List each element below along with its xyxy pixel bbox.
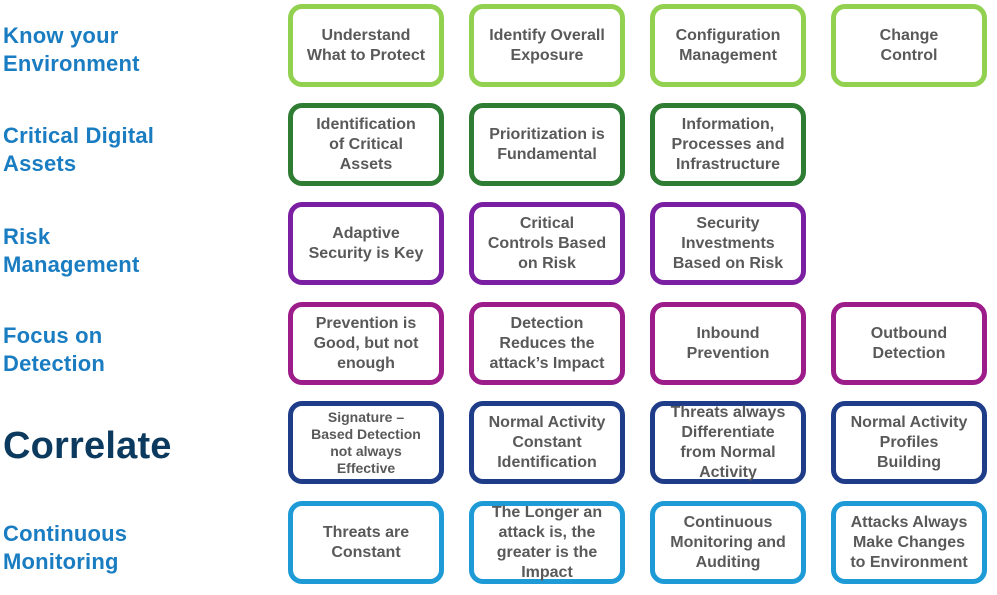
row-label-risk-management: Risk Management [3, 224, 140, 277]
card-threats-are-constant: Threats are Constant [288, 501, 444, 584]
row-label-focus-on-detection: Focus on Detection [3, 323, 106, 376]
card-security-investments-based-on-risk: Security Investments Based on Risk [650, 202, 806, 285]
card-critical-controls-based-on-risk: Critical Controls Based on Risk [469, 202, 625, 285]
card-prioritization-is-fundamental: Prioritization is Fundamental [469, 103, 625, 186]
card-signature-based-detection: Signature – Based Detection not always E… [288, 401, 444, 484]
row-label-continuous-monitoring: Continuous Monitoring [3, 521, 128, 574]
card-normal-activity-constant-identification: Normal Activity Constant Identification [469, 401, 625, 484]
card-continuous-monitoring-and-auditing: Continuous Monitoring and Auditing [650, 501, 806, 584]
card-information-processes-infrastructure: Information, Processes and Infrastructur… [650, 103, 806, 186]
card-change-control: Change Control [831, 4, 987, 87]
card-longer-attack-greater-impact: The Longer an attack is, the greater is … [469, 501, 625, 584]
card-identify-overall-exposure: Identify Overall Exposure [469, 4, 625, 87]
card-inbound-prevention: Inbound Prevention [650, 302, 806, 385]
row-label-critical-digital-assets: Critical Digital Assets [3, 123, 155, 176]
card-configuration-management: Configuration Management [650, 4, 806, 87]
card-outbound-detection: Outbound Detection [831, 302, 987, 385]
row-label-know-your-environment: Know your Environment [3, 23, 140, 76]
card-normal-activity-profiles-building: Normal Activity Profiles Building [831, 401, 987, 484]
card-prevention-is-good-but-not-enough: Prevention is Good, but not enough [288, 302, 444, 385]
card-attacks-make-changes-to-environment: Attacks Always Make Changes to Environme… [831, 501, 987, 584]
card-identification-of-critical-assets: Identification of Critical Assets [288, 103, 444, 186]
card-detection-reduces-impact: Detection Reduces the attack’s Impact [469, 302, 625, 385]
card-understand-what-to-protect: Understand What to Protect [288, 4, 444, 87]
row-label-correlate: Correlate [3, 425, 172, 467]
card-threats-differentiate-from-normal: Threats always Differentiate from Normal… [650, 401, 806, 484]
card-adaptive-security-is-key: Adaptive Security is Key [288, 202, 444, 285]
